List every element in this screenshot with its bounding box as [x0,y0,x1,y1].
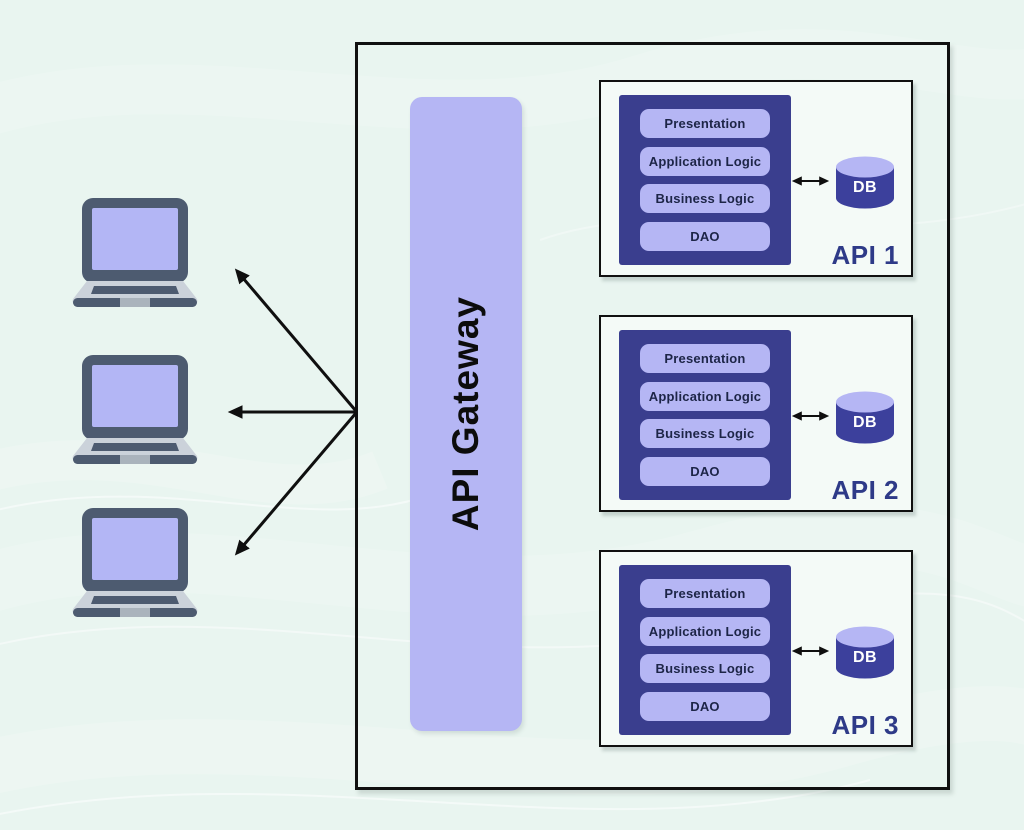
database-cylinder-icon: DB [835,391,895,445]
database-label: DB [852,179,878,196]
layer-pill: DAO [640,456,770,486]
database-cylinder-shape [836,626,894,679]
layer-pill: Presentation [640,344,770,373]
layer-pill: Business Logic [640,419,770,449]
service-name: API 3 [831,710,899,740]
laptop-icon [70,508,200,620]
layer-pill: Application Logic [640,381,770,411]
layer-stack: Presentation Application Logic Business … [619,565,791,735]
laptop-icon [70,198,200,310]
layer-pill: Presentation [640,579,770,608]
layer-pill: Application Logic [640,146,770,176]
layer-pill: DAO [640,221,770,251]
database-label: DB [852,649,878,666]
database-label: DB [852,414,878,431]
database-cylinder-shape [836,156,894,209]
layer-pill: Business Logic [640,184,770,214]
layer-pill: Business Logic [640,654,770,684]
service-box-api-2: Presentation Application Logic Business … [599,315,913,512]
service-name: API 2 [831,475,899,505]
layer-stack: Presentation Application Logic Business … [619,330,791,500]
layer-pill: Application Logic [640,616,770,646]
api-gateway-label: API Gateway [445,296,486,532]
layer-stack: Presentation Application Logic Business … [619,95,791,265]
layer-pill: Presentation [640,109,770,138]
database-cylinder-icon: DB [835,626,895,680]
service-box-api-1: Presentation Application Logic Business … [599,80,913,277]
layer-pill: DAO [640,691,770,721]
laptop-icon [70,355,200,467]
database-cylinder-shape [836,391,894,444]
client-arrow-top [234,268,358,412]
api-gateway-bar: API Gateway [410,97,522,731]
service-box-api-3: Presentation Application Logic Business … [599,550,913,747]
database-cylinder-icon: DB [835,156,895,210]
client-arrow-bottom [234,412,358,556]
service-name: API 1 [831,240,899,270]
